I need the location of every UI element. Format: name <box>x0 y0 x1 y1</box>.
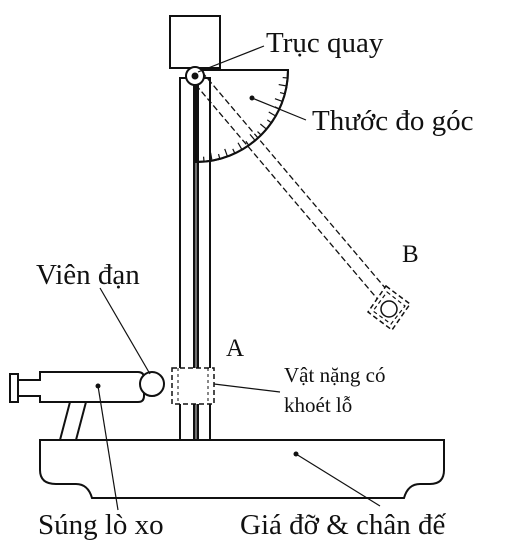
pendulum-rod <box>189 71 393 303</box>
block-position-a <box>171 367 215 405</box>
protractor-tick <box>237 142 243 150</box>
protractor-tick <box>217 153 221 160</box>
protractor-tick <box>232 148 236 154</box>
protractor-tick <box>209 152 213 161</box>
label-pivot: Trục quay <box>266 27 384 59</box>
label-stand: Giá đỡ & chân đế <box>240 509 447 541</box>
spring-gun <box>9 371 145 441</box>
label-position-b: B <box>402 241 419 268</box>
protractor-tick <box>268 111 276 117</box>
protractor-tick <box>279 91 286 95</box>
label-position-a: A <box>226 335 244 362</box>
label-block-line1: Vật nặng có <box>284 363 385 387</box>
protractor-tick <box>274 98 283 103</box>
leader-lines <box>97 45 381 511</box>
label-block-line2: khoét lỗ <box>284 393 352 417</box>
label-bullet: Viên đạn <box>36 259 140 291</box>
top-mount-box <box>169 15 221 69</box>
label-gun: Súng lò xo <box>38 509 164 541</box>
label-protractor: Thước đo góc <box>312 105 474 137</box>
protractor-tick <box>245 140 250 146</box>
pivot-icon <box>185 66 205 86</box>
protractor-tick <box>259 123 267 130</box>
protractor-tick <box>249 133 256 141</box>
protractor-tick <box>257 131 262 136</box>
protractor-tick <box>224 148 229 157</box>
stand-base <box>39 439 445 499</box>
protractor-tick <box>266 119 272 124</box>
block-position-b <box>366 284 412 332</box>
protractor-tick <box>278 83 287 87</box>
bullet-icon <box>139 371 165 397</box>
